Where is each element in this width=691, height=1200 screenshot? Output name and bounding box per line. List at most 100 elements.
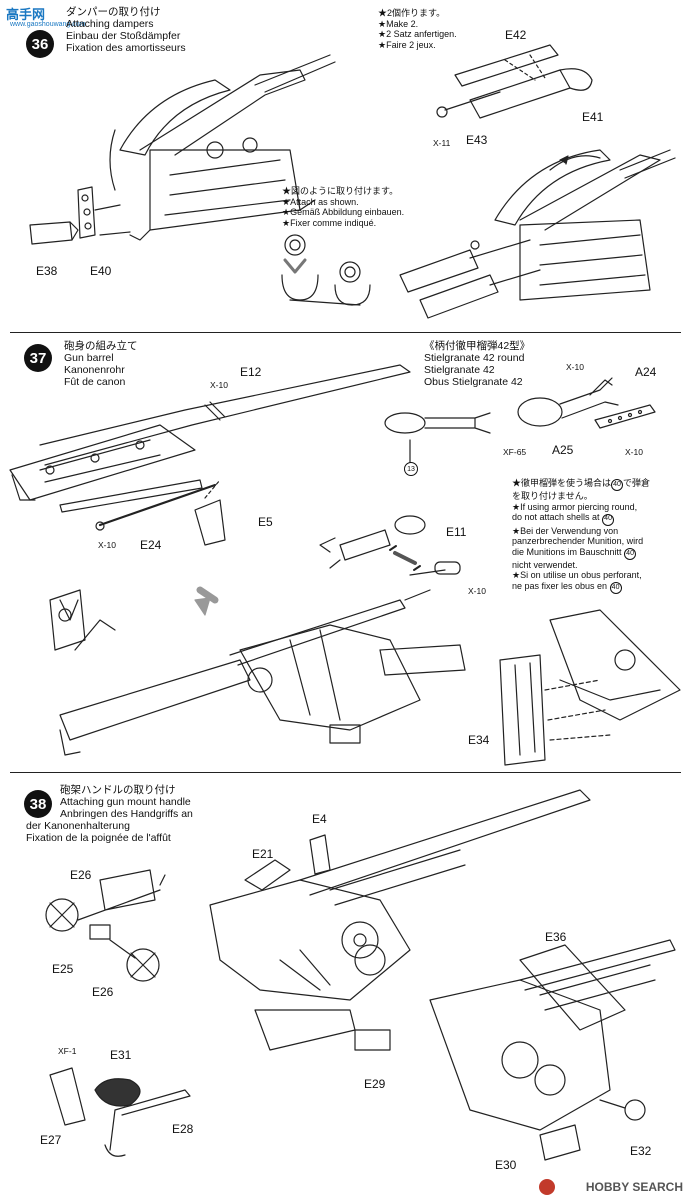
note-line: ne pas fixer les obus en 40 (512, 581, 650, 594)
part-label: E40 (90, 264, 112, 278)
part-label: E41 (582, 110, 604, 124)
title-fr: Fixation des amortisseurs (66, 42, 186, 54)
round-en: Stielgranate 42 round (424, 352, 525, 364)
step-36-number: 36 (26, 30, 54, 58)
part-label: E27 (40, 1133, 62, 1147)
part-label: E36 (545, 930, 567, 944)
note-en: ★Make 2. (378, 18, 419, 29)
hobbysearch-watermark: HOBBY SEARCH (585, 1180, 683, 1194)
note-line: do not attach shells at 40 (512, 512, 650, 526)
title-en: Attaching dampers (66, 18, 154, 30)
title-de: Einbau der Stoßdämpfer (66, 30, 181, 42)
part-label: E31 (110, 1048, 132, 1062)
part-label: E42 (505, 28, 527, 42)
title-en: Attaching gun mount handle (60, 796, 191, 808)
part-label: XF-65 (503, 447, 527, 457)
round-jp: 《柄付徹甲榴弾42型》 (424, 340, 531, 352)
step-37-number: 37 (24, 344, 52, 372)
part-label: X-10 (98, 540, 116, 550)
step36-gun-mount-drawing (109, 54, 336, 241)
note-de: ★Gemäß Abbildung einbauen. (282, 207, 405, 217)
step37-ap-round-drawing (319, 515, 426, 571)
part-label: X-10 (566, 362, 584, 372)
title-fr: Fixation de la poignée de l'affût (26, 832, 171, 844)
note-en: ★Attach as shown. (282, 196, 359, 207)
step-36-attach-note: ★図のように取り付けます。 ★Attach as shown. ★Gemäß A… (282, 186, 404, 228)
step-ref-icon: 40 (609, 582, 622, 594)
step37-round-drawing (384, 377, 656, 463)
note-jp: ★2個作ります。 (378, 8, 446, 18)
title-de: Kanonenrohr (64, 364, 125, 376)
title-jp: ダンパーの取り付け (66, 6, 161, 18)
part-label: E30 (495, 1158, 517, 1172)
part-label: E29 (364, 1077, 386, 1091)
part-label: E12 (240, 365, 262, 379)
title-de1: Anbringen des Handgriffs an (60, 808, 193, 820)
part-label: E43 (466, 133, 488, 147)
note-line: die Munitions im Bauschnitt 40 (512, 547, 650, 560)
note-fr: ★Fixer comme indiqué. (282, 217, 377, 228)
round-fr: Obus Stielgranate 42 (424, 376, 523, 388)
step36-assembled-mount-drawing (399, 149, 676, 319)
part-label: A25 (552, 443, 574, 457)
step38-handle-parts-drawing (45, 869, 166, 982)
part-label: XF-1 (58, 1046, 77, 1056)
step36-damper-parts-drawing (29, 186, 131, 245)
step-38-number: 38 (24, 790, 52, 818)
note-line: ★Bei der Verwendung von (512, 525, 619, 536)
note-jp: ★図のように取り付けます。 (282, 186, 399, 196)
step-ref-icon: 40 (602, 513, 615, 526)
title-jp: 砲身の組み立て (64, 340, 138, 352)
part-label: E4 (312, 812, 327, 826)
step37-main-assembly-drawing (49, 561, 466, 756)
part-label: A24 (635, 365, 657, 379)
part-label: E26 (92, 985, 114, 999)
step38-mount-drawing (209, 789, 591, 1051)
step-ref-icon: 40 (611, 479, 624, 492)
step-divider (10, 332, 681, 333)
part-label: E26 (70, 868, 92, 882)
step-36-make-note: ★2個作ります。 ★Make 2. ★2 Satz anfertigen. ★F… (378, 8, 457, 50)
note-line: nicht verwendet. (512, 559, 578, 570)
note-fr: ★Faire 2 jeux. (378, 39, 436, 50)
round-de: Stielgranate 42 (424, 364, 495, 376)
part-label: E5 (258, 515, 273, 529)
step38-assembled-drawing (429, 939, 676, 1161)
note-line: を取り付けません。 (512, 491, 593, 502)
note-line: ★Si on utilise un obus perforant, (512, 570, 642, 581)
part-label: X-11 (433, 138, 451, 148)
step38-seat-parts-drawing (49, 1067, 191, 1157)
note-text: ★徹甲榴弾を使う場合は (512, 478, 612, 488)
paint-ref-icon: 13 (404, 462, 418, 476)
step-38-title: 砲架ハンドルの取り付け Attaching gun mount handle A… (26, 784, 193, 844)
step-divider (10, 772, 681, 773)
step36-damper-exploded-drawing (436, 44, 593, 119)
part-label: X-10 (210, 380, 228, 390)
step-ref-icon: 40 (624, 547, 637, 560)
site-watermark: 高手网 (6, 7, 46, 22)
note-text: ne pas fixer les obus en (512, 580, 608, 591)
part-label: E28 (172, 1122, 194, 1136)
step37-barrel-drawing (9, 364, 411, 546)
note-de: ★2 Satz anfertigen. (378, 29, 457, 39)
note-line: panzerbrechender Munition, wird (512, 536, 644, 546)
site-watermark-url: www.gaoshouwang.com (10, 21, 86, 28)
hobbysearch-logo-icon (539, 1179, 555, 1195)
part-label: X-10 (468, 586, 486, 596)
note-text: die Munitions im Bauschnitt (512, 546, 622, 557)
note-line: ★If using armor piercing round, (512, 501, 638, 512)
step36-attach-detail-drawing (281, 234, 371, 306)
title-de2: der Kanonenhalterung (26, 820, 130, 832)
part-label: E24 (140, 538, 162, 552)
part-label: E11 (446, 525, 467, 539)
part-label: E34 (468, 733, 490, 747)
step-37-title: 砲身の組み立て Gun barrel Kanonenrohr Fût de ca… (64, 340, 138, 388)
part-label: E21 (252, 847, 274, 861)
title-jp: 砲架ハンドルの取り付け (60, 784, 176, 796)
title-en: Gun barrel (64, 352, 114, 364)
step37-shell-rack-drawing (499, 609, 681, 766)
part-label: E38 (36, 264, 58, 278)
